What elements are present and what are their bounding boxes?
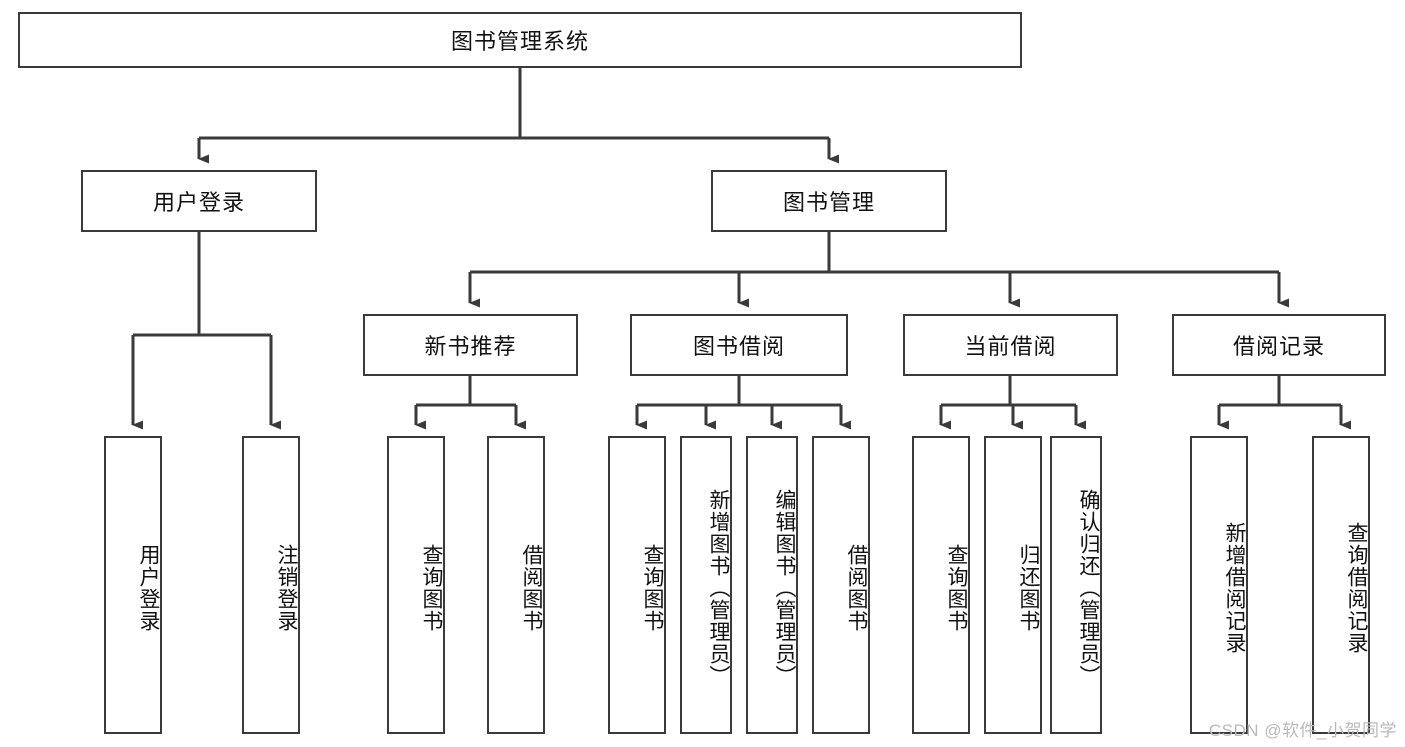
leaf-add-borrow-record[interactable]: 新增借阅记录 bbox=[1190, 436, 1248, 734]
leaf-label: 新增图书（管理员） bbox=[707, 489, 730, 687]
leaf-confirm-return-admin[interactable]: 确认归还（管理员） bbox=[1050, 436, 1102, 734]
leaf-user-login[interactable]: 用户登录 bbox=[104, 436, 162, 734]
leaf-label: 查询图书 bbox=[420, 544, 443, 632]
node-new-book-recommend[interactable]: 新书推荐 bbox=[363, 314, 578, 376]
leaf-query-book-cur[interactable]: 查询图书 bbox=[912, 436, 970, 734]
node-book-borrow[interactable]: 图书借阅 bbox=[630, 314, 848, 376]
leaf-query-book-rec[interactable]: 查询图书 bbox=[387, 436, 445, 734]
leaf-label: 查询借阅记录 bbox=[1345, 522, 1368, 654]
leaf-label: 新增借阅记录 bbox=[1223, 522, 1246, 654]
leaf-return-book[interactable]: 归还图书 bbox=[984, 436, 1042, 734]
leaf-edit-book-admin[interactable]: 编辑图书（管理员） bbox=[746, 436, 798, 734]
node-user-login[interactable]: 用户登录 bbox=[81, 170, 317, 232]
leaf-borrow-book-rec[interactable]: 借阅图书 bbox=[487, 436, 545, 734]
node-book-manage[interactable]: 图书管理 bbox=[711, 170, 947, 232]
leaf-add-book-admin[interactable]: 新增图书（管理员） bbox=[680, 436, 732, 734]
leaf-query-book-borrow[interactable]: 查询图书 bbox=[608, 436, 666, 734]
leaf-label: 借阅图书 bbox=[845, 544, 868, 632]
node-current-borrow[interactable]: 当前借阅 bbox=[903, 314, 1118, 376]
leaf-label: 归还图书 bbox=[1017, 544, 1040, 632]
node-root[interactable]: 图书管理系统 bbox=[18, 12, 1022, 68]
node-borrow-record[interactable]: 借阅记录 bbox=[1172, 314, 1386, 376]
leaf-label: 确认归还（管理员） bbox=[1077, 489, 1100, 687]
leaf-query-borrow-record[interactable]: 查询借阅记录 bbox=[1312, 436, 1370, 734]
leaf-label: 查询图书 bbox=[641, 544, 664, 632]
leaf-label: 借阅图书 bbox=[520, 544, 543, 632]
leaf-logout[interactable]: 注销登录 bbox=[242, 436, 300, 734]
leaf-label: 编辑图书（管理员） bbox=[773, 489, 796, 687]
leaf-borrow-book[interactable]: 借阅图书 bbox=[812, 436, 870, 734]
leaf-label: 注销登录 bbox=[275, 544, 298, 632]
watermark-text: CSDN @软件_小贺同学 bbox=[1208, 721, 1397, 740]
leaf-label: 查询图书 bbox=[945, 544, 968, 632]
leaf-label: 用户登录 bbox=[137, 544, 160, 632]
